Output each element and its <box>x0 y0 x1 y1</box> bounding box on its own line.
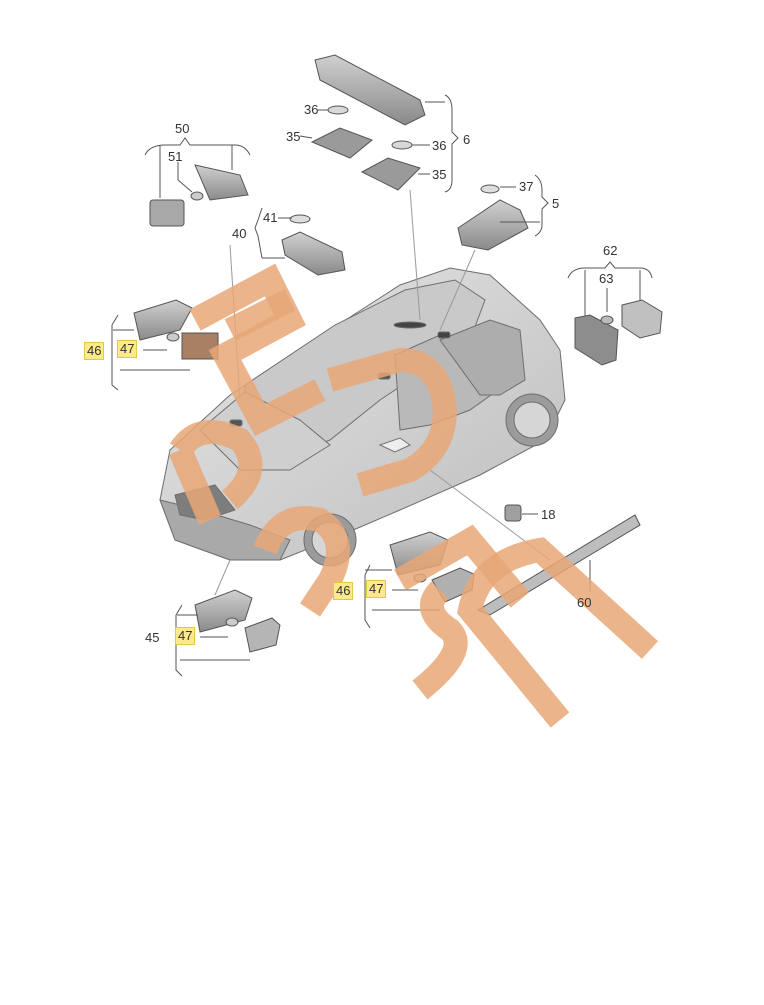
callout-5[interactable]: 5 <box>552 196 560 211</box>
callout-47-lower[interactable]: 47 <box>366 580 387 598</box>
light-assembly-50 <box>149 164 249 227</box>
callout-6[interactable]: 6 <box>463 132 471 147</box>
callout-46-upper[interactable]: 46 <box>84 342 105 360</box>
callout-60[interactable]: 60 <box>577 595 592 610</box>
light-assembly-46-upper <box>133 299 219 360</box>
callout-47-upper[interactable]: 47 <box>117 340 138 358</box>
callout-51[interactable]: 51 <box>168 149 183 164</box>
callout-50[interactable]: 50 <box>175 121 190 136</box>
callout-62[interactable]: 62 <box>603 243 618 258</box>
callout-47-bottom[interactable]: 47 <box>175 627 196 645</box>
light-assembly-5 <box>457 184 529 251</box>
callout-18[interactable]: 18 <box>541 507 556 522</box>
callout-46-lower[interactable]: 46 <box>333 582 354 600</box>
callout-40[interactable]: 40 <box>232 226 247 241</box>
light-assembly-62 <box>574 299 663 366</box>
callout-63[interactable]: 63 <box>599 271 614 286</box>
callout-35-upper[interactable]: 35 <box>286 129 301 144</box>
callout-45[interactable]: 45 <box>145 630 160 645</box>
callout-37[interactable]: 37 <box>519 179 534 194</box>
callout-41[interactable]: 41 <box>263 210 278 225</box>
light-assembly-45 <box>194 589 281 653</box>
watermark <box>168 263 659 728</box>
callout-35-lower[interactable]: 35 <box>432 167 447 182</box>
part-18 <box>504 504 522 522</box>
callout-36-lower[interactable]: 36 <box>432 138 447 153</box>
light-assembly-40 <box>281 214 346 276</box>
callout-36-upper[interactable]: 36 <box>304 102 319 117</box>
roof-console-part <box>310 54 426 191</box>
